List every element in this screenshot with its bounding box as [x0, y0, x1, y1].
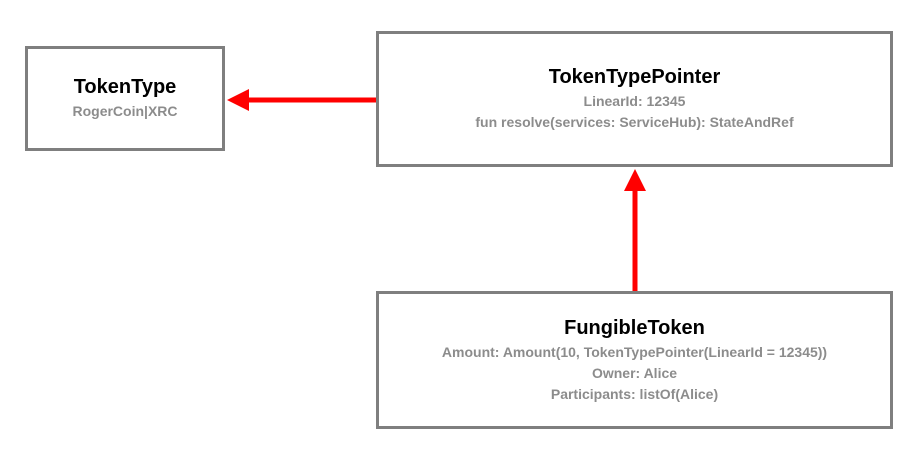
tokentype-title: TokenType	[73, 76, 177, 98]
tokentype-node: TokenType RogerCoin|XRC	[25, 46, 225, 151]
tokentype-line-1: RogerCoin|XRC	[72, 103, 178, 119]
fungibletoken-node: FungibleToken Amount: Amount(10, TokenTy…	[376, 291, 893, 429]
fungibletoken-line-2: Owner: Alice	[591, 364, 678, 381]
arrow-pointer-to-tokentype-head	[227, 89, 249, 111]
arrow-fungible-to-pointer	[624, 169, 646, 291]
tokentypepointer-line-1: LinearId: 12345	[583, 93, 686, 109]
tokentypepointer-node: TokenTypePointer LinearId: 12345 fun res…	[376, 31, 893, 167]
fungibletoken-line-1: Amount: Amount(10, TokenTypePointer(Line…	[441, 343, 828, 360]
tokentypepointer-line-2: fun resolve(services: ServiceHub): State…	[475, 114, 794, 130]
fungibletoken-line-3: Participants: listOf(Alice)	[550, 385, 719, 402]
arrow-pointer-to-tokentype	[227, 89, 376, 111]
fungibletoken-title: FungibleToken	[564, 316, 705, 339]
arrow-fungible-to-pointer-head	[624, 169, 646, 191]
tokentypepointer-title: TokenTypePointer	[548, 66, 721, 88]
